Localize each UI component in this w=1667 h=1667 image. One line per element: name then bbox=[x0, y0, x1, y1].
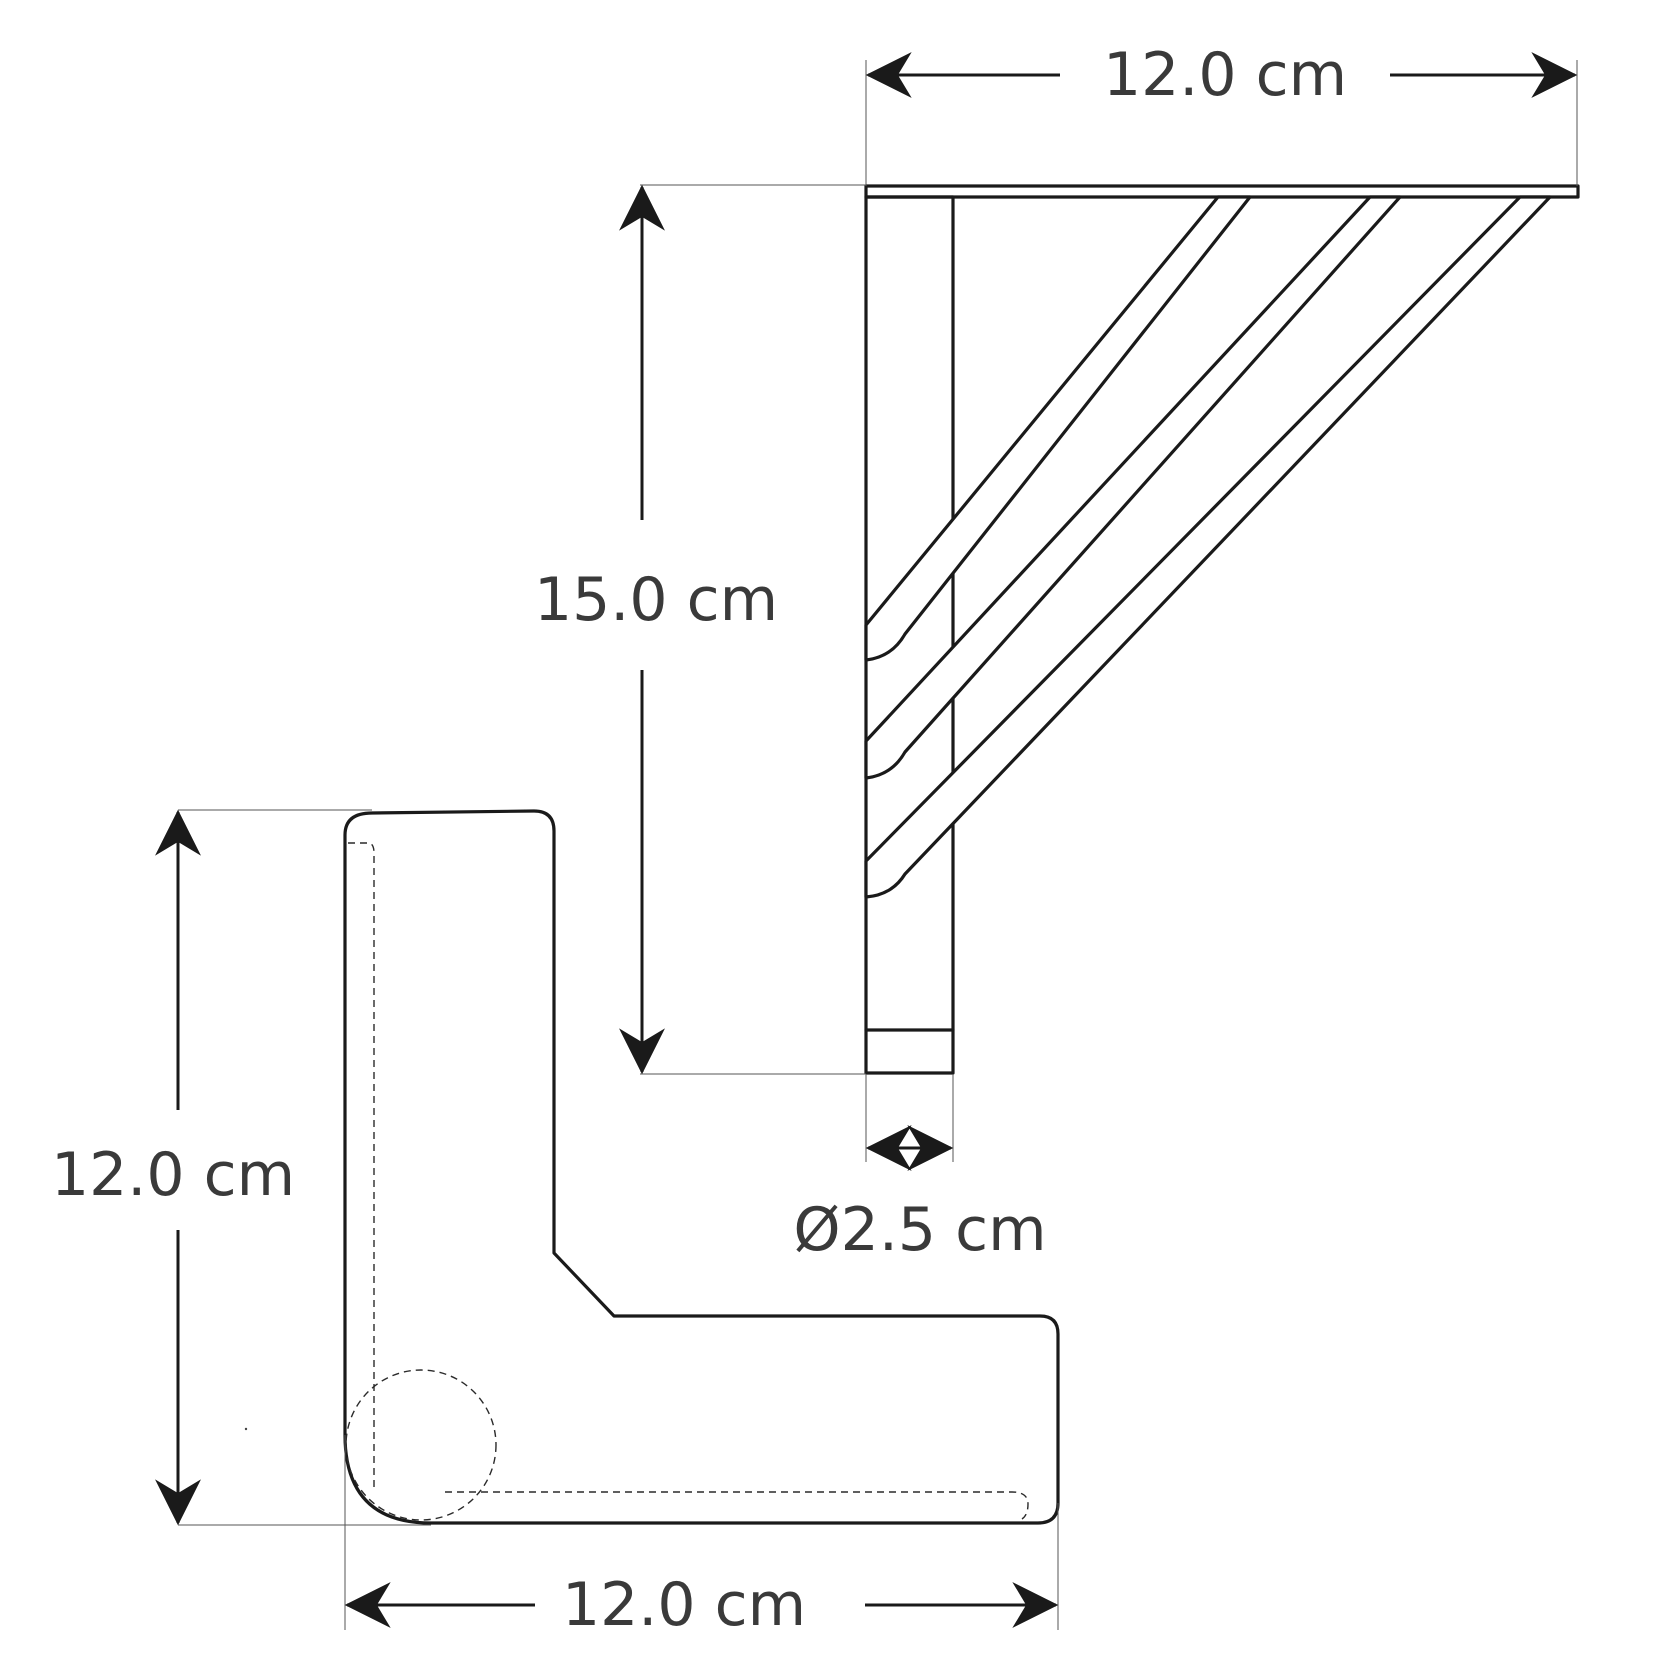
hidden-edge-horizontal bbox=[445, 1491, 1029, 1520]
diagonal-rod-3 bbox=[864, 195, 1552, 899]
center-mark bbox=[244, 1427, 248, 1431]
hidden-rod-circle bbox=[345, 1369, 497, 1521]
dim-label-top-width: 12.0 cm bbox=[1103, 40, 1347, 110]
top-plate bbox=[864, 184, 1580, 199]
l-shape-outline bbox=[343, 809, 1060, 1525]
dim-label-height: 15.0 cm bbox=[534, 565, 778, 635]
dim-label-front-width: 12.0 cm bbox=[562, 1570, 806, 1640]
diagonal-rod-2 bbox=[864, 195, 1402, 780]
front-view: 12.0 cm 12.0 cm bbox=[51, 809, 1060, 1640]
side-view: 12.0 cm 15.0 cm Ø2.5 cm bbox=[534, 40, 1580, 1265]
dim-label-front-height: 12.0 cm bbox=[51, 1140, 295, 1210]
diagonal-rod-1 bbox=[864, 195, 1252, 662]
dim-label-diameter: Ø2.5 cm bbox=[793, 1195, 1046, 1265]
hidden-edge-vertical bbox=[348, 842, 375, 1490]
